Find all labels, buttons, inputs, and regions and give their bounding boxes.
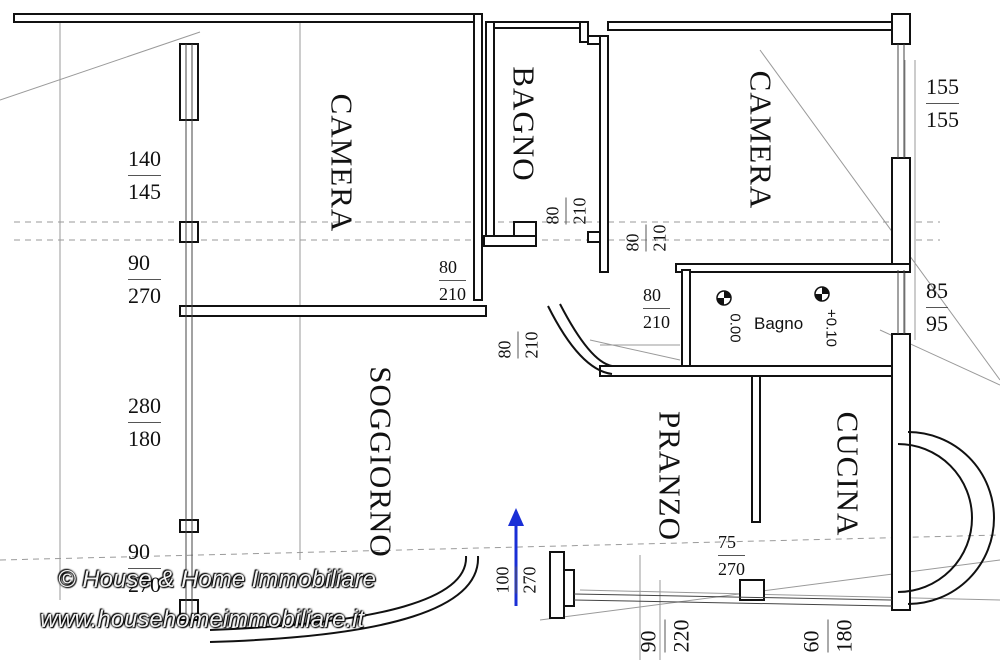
dim-bottom: 210: [521, 331, 542, 359]
dim-top: 60: [798, 630, 824, 653]
dim-bottom-window-1: 90 220: [635, 619, 694, 653]
dim-bottom: 270: [128, 283, 161, 308]
dim-top: 140: [128, 146, 161, 171]
dim-top: 90: [128, 539, 150, 564]
dim-bottom: 270: [128, 572, 161, 597]
dim-left-window-2: 90 270: [128, 252, 161, 307]
dim-top: 80: [622, 233, 643, 252]
dim-bottom: 270: [519, 566, 540, 594]
dim-bottom: 220: [668, 619, 694, 653]
dim-top: 75: [718, 532, 736, 552]
room-soggiorno: SOGGIORNO: [363, 366, 399, 558]
room-bagno-small: Bagno: [754, 314, 804, 333]
dim-left-window-1: 140 145: [128, 148, 161, 203]
dim-door-camera-left: 80 210: [439, 258, 466, 303]
dim-bottom: 210: [649, 224, 670, 252]
dim-bottom: 180: [831, 619, 857, 653]
room-cucina: CUCINA: [830, 411, 866, 537]
walls: [13, 13, 911, 621]
level-label-right: +0.10: [822, 309, 840, 347]
level-label-left: 0.00: [726, 313, 744, 343]
watermark-website: www.househomeimmobiliare.it: [40, 606, 365, 633]
dim-door-camera-right: 80 210: [622, 224, 670, 252]
dim-top: 80: [439, 257, 457, 277]
dim-bottom: 210: [643, 312, 670, 332]
dim-bottom: 270: [718, 559, 745, 579]
dim-bottom: 95: [926, 311, 948, 336]
dim-top: 155: [926, 74, 959, 99]
dim-left-window-3: 280 180: [128, 395, 161, 450]
dim-top: 90: [635, 630, 661, 653]
dim-bottom-window-2: 60 180: [798, 619, 857, 653]
dim-door-bagno-small: 80 210: [643, 286, 670, 331]
windows: [185, 44, 905, 620]
level-markers: [716, 286, 830, 306]
dim-top: 80: [494, 340, 515, 359]
room-camera-right: CAMERA: [743, 70, 779, 210]
dim-bottom: 145: [128, 179, 161, 204]
dim-top: 85: [926, 278, 948, 303]
dim-pranzo-opening: 75 270: [718, 533, 745, 578]
room-camera-left: CAMERA: [324, 93, 360, 233]
dim-left-window-4: 90 270: [128, 541, 161, 596]
room-pranzo: PRANZO: [652, 410, 688, 542]
dim-right-window-2: 85 95: [926, 280, 948, 335]
dim-bottom: 155: [926, 107, 959, 132]
room-bagno-top: BAGNO: [506, 66, 542, 182]
curved-walls: [209, 303, 995, 643]
dim-bottom: 210: [569, 197, 590, 225]
dim-bottom: 180: [128, 426, 161, 451]
dim-top: 90: [128, 250, 150, 275]
dim-right-window-1: 155 155: [926, 76, 959, 131]
dim-door-soggiorno: 80 210: [494, 331, 542, 359]
dim-top: 80: [542, 206, 563, 225]
dim-bottom: 210: [439, 284, 466, 304]
dim-top: 80: [643, 285, 661, 305]
dim-entrance: 100 270: [492, 566, 540, 594]
dim-door-bagno-top: 80 210: [542, 197, 590, 225]
dim-top: 100: [492, 566, 513, 594]
dim-top: 280: [128, 393, 161, 418]
watermark-copyright: © House & Home Immobiliare: [58, 566, 376, 593]
